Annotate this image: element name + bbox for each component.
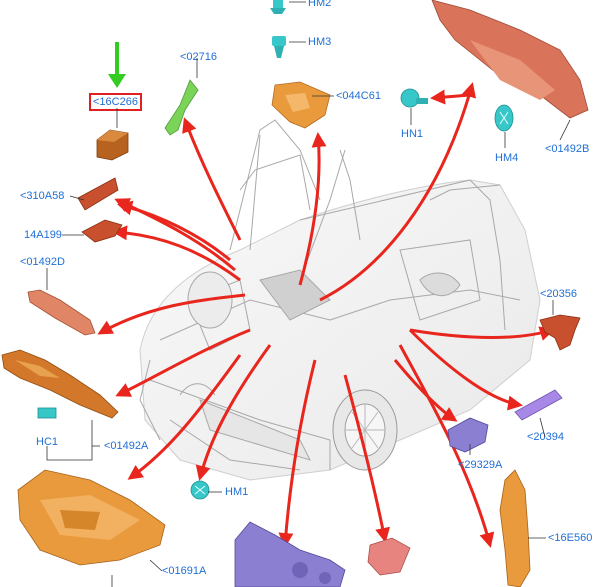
callout-hc1[interactable]: HC1 [36,436,59,448]
callout-14a199[interactable]: 14A199 [24,229,62,241]
arrow-bottom-purple [278,359,317,548]
callout-044c61[interactable]: <044C61 [336,90,381,102]
part-29329a[interactable] [447,417,489,453]
part-01492d[interactable] [27,289,96,336]
clip-hm1-part[interactable] [190,480,210,500]
part-16c266[interactable] [96,129,129,161]
arrow-01691a [127,354,242,480]
arrow-20394 [408,328,523,411]
hc1-bracket-lines [46,420,100,461]
arrow-02716 [182,117,242,241]
arrow-hm1 [195,344,272,481]
callout-20394[interactable]: <20394 [527,431,565,443]
part-044c61[interactable] [271,81,331,129]
arrow-14a199 [112,225,241,282]
arrow-01492b [319,82,477,302]
clip-hm4-part[interactable] [494,104,514,132]
callout-01492b[interactable]: <01492B [545,143,590,155]
part-14a199[interactable] [81,219,123,243]
callout-hm1[interactable]: HM1 [225,486,249,498]
callout-hn1[interactable]: HN1 [401,128,424,140]
callout-01492a[interactable]: <01492A [104,440,149,452]
callout-20356[interactable]: <20356 [540,288,578,300]
callout-hm3[interactable]: HM3 [308,36,332,48]
clip-hm3-part[interactable] [272,36,286,58]
part-01691a[interactable] [17,469,166,566]
part-20356[interactable] [539,314,581,351]
part-16e560[interactable] [499,469,531,587]
part-bottom-pink[interactable] [367,537,411,576]
clip-hc1-part[interactable] [37,407,57,419]
arrow-20356 [409,326,555,341]
arrow-044c61 [298,132,327,286]
part-bottom-purple[interactable] [234,521,346,587]
callout-hm2[interactable]: HM2 [308,0,332,9]
callout-310a58[interactable]: <310A58 [20,190,65,202]
callout-29329a[interactable]: <29329A [458,459,503,471]
arrow-01492a [115,328,251,397]
part-02716[interactable] [164,79,199,136]
vehicle-outline [139,119,541,481]
arrow-bottom-pink [343,374,391,543]
arrow-01492d [97,293,246,335]
callout-16e560[interactable]: <16E560 [548,532,593,544]
callout-02716[interactable]: <02716 [180,51,218,63]
part-310a58[interactable] [77,177,119,211]
clip-hn1-part[interactable] [400,88,428,108]
part-01492b[interactable] [431,0,589,119]
clip-hm2-part[interactable] [270,0,286,14]
callout-16c266[interactable]: <16C266 [89,93,142,111]
callout-hm4[interactable]: HM4 [495,152,519,164]
part-20394[interactable] [514,389,563,421]
part-01492a[interactable] [1,349,119,419]
green-pointer-arrow [108,42,126,88]
callout-01492d[interactable]: <01492D [20,256,65,268]
callout-01691a[interactable]: <01691A [162,565,207,577]
arrow-hn1 [430,89,471,105]
arrow-upper-left [117,200,231,262]
